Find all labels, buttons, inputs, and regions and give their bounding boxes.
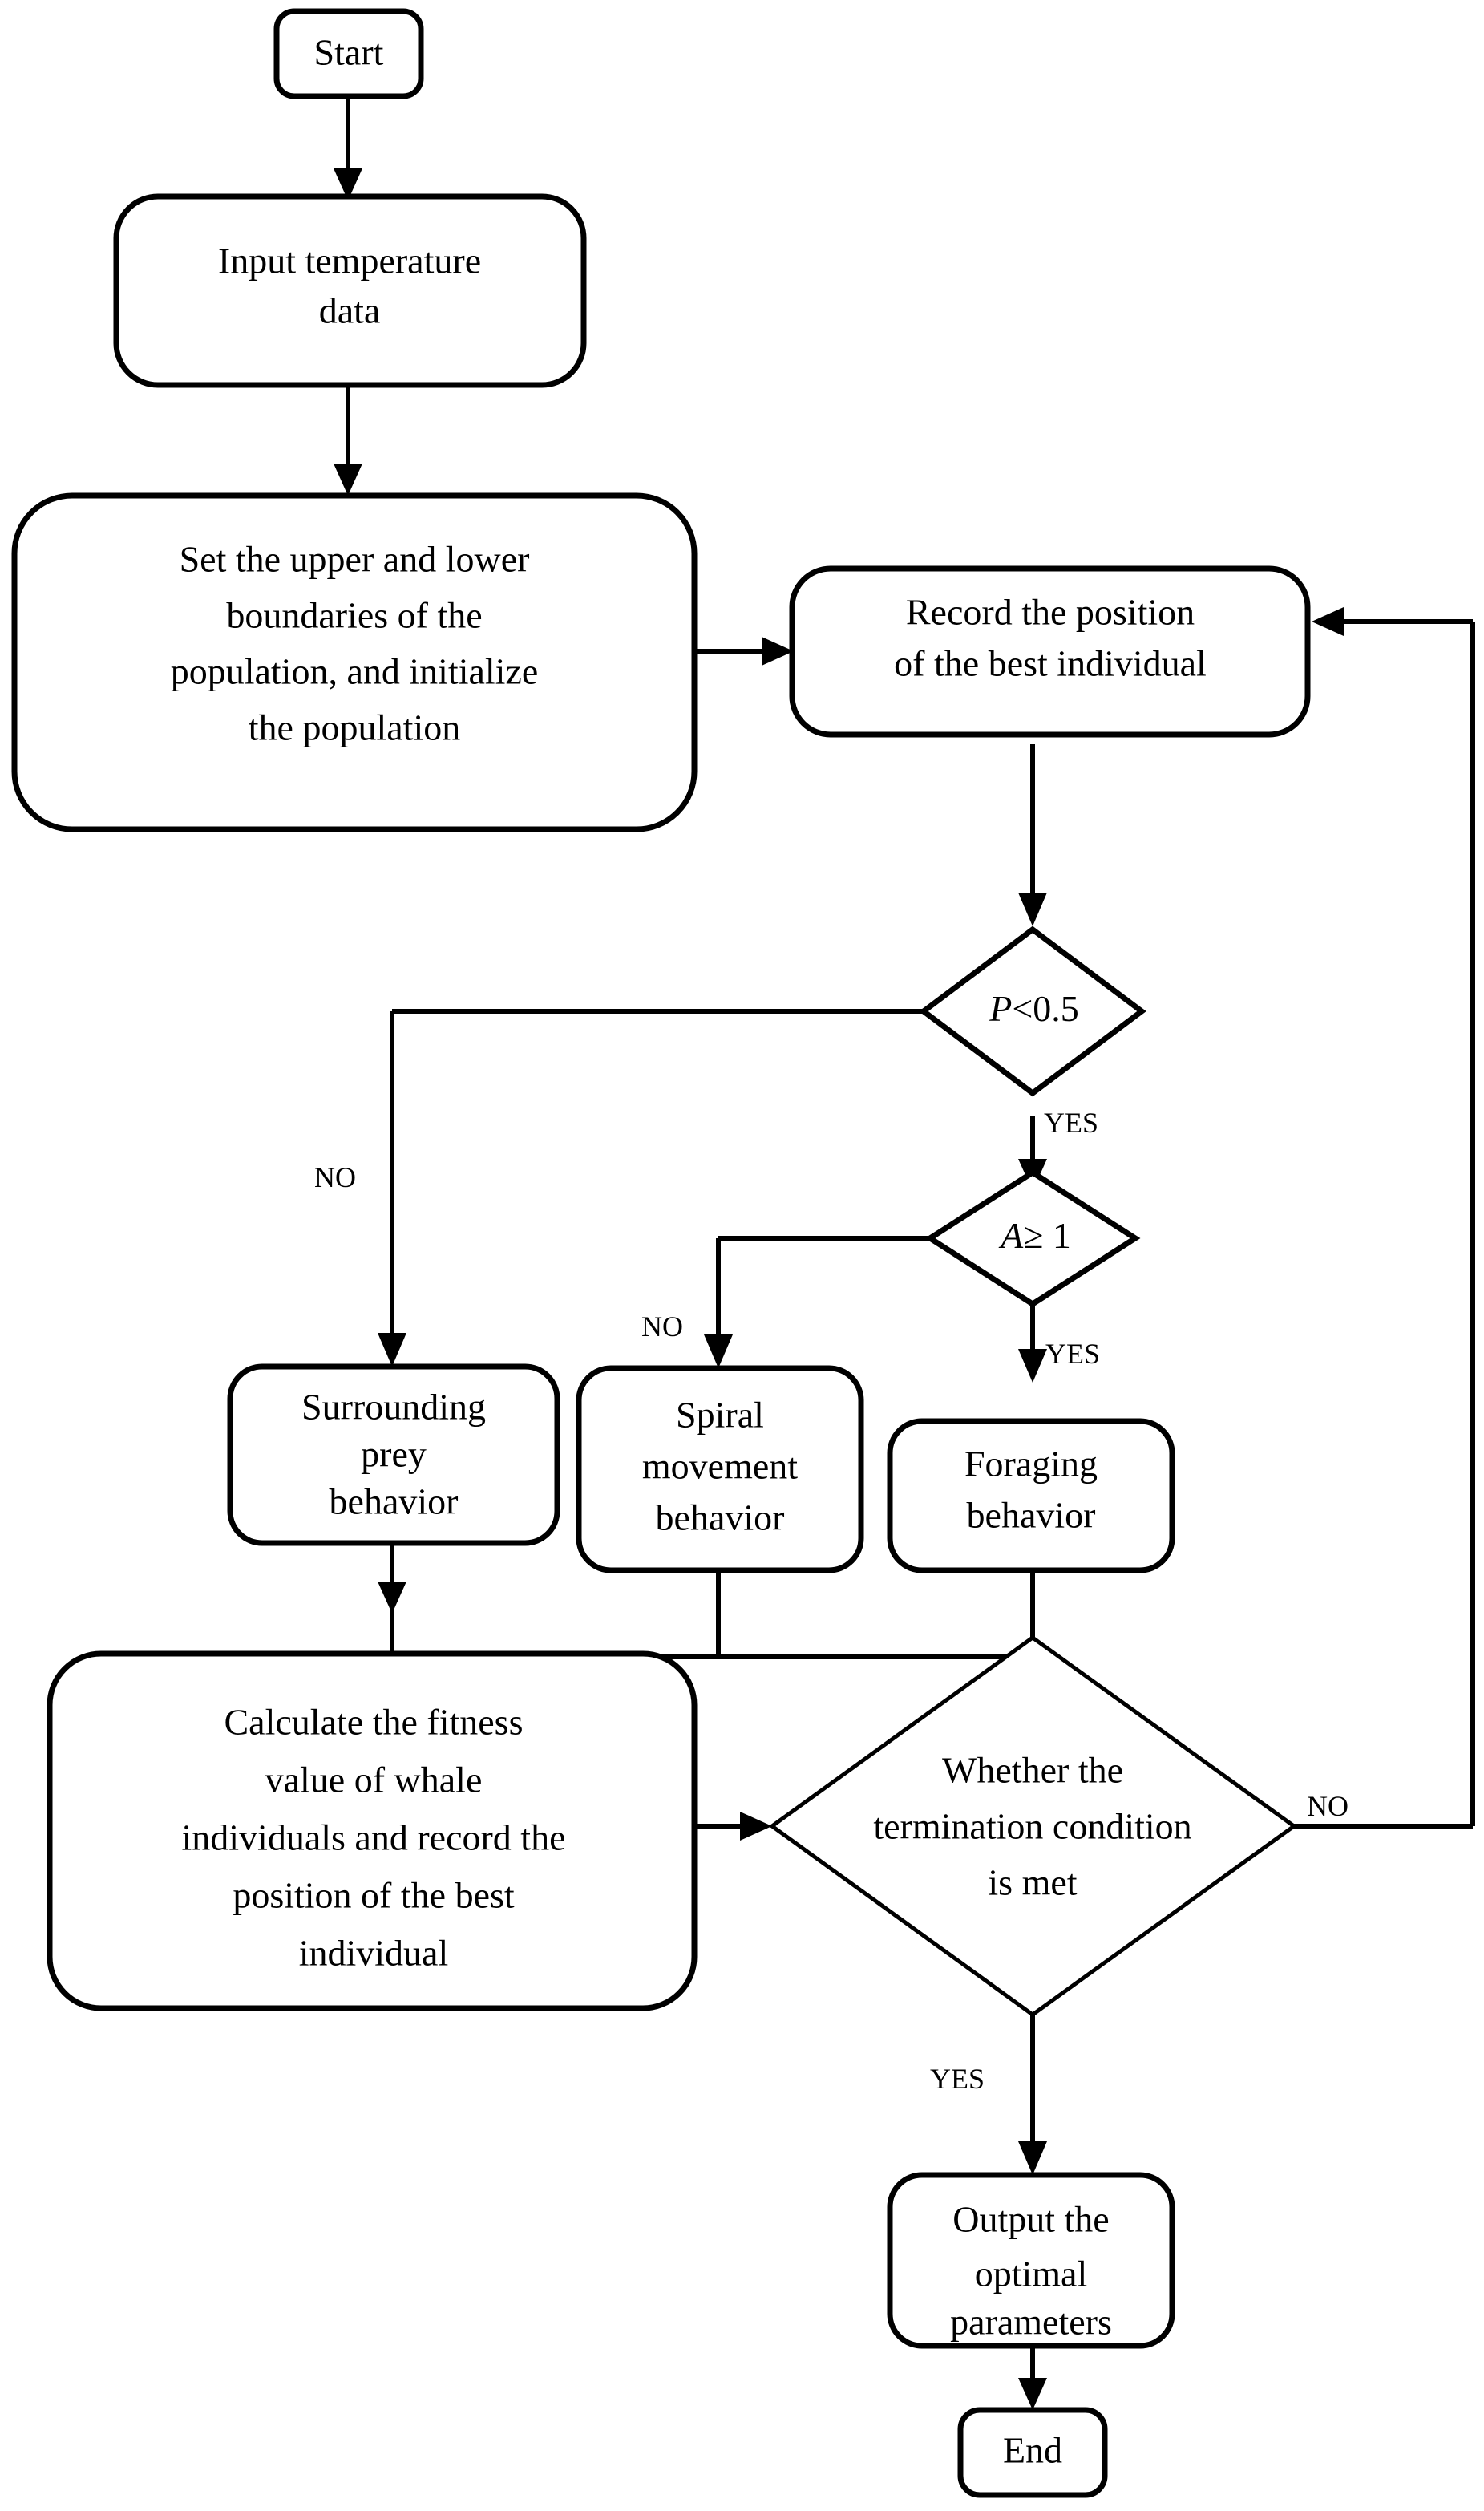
node-calculate-fitness[interactable]: Calculate the fitness value of whale ind… [47, 1650, 698, 2011]
node-surrounding-prey[interactable]: Surrounding prey behavior [227, 1363, 560, 1546]
surrounding-prey-line2: prey [361, 1434, 427, 1475]
output-params-line1: Output the [952, 2199, 1109, 2240]
set-boundaries-line4: the population [249, 707, 460, 748]
decision-p-rest: <0.5 [1012, 988, 1078, 1029]
edge-a-no-to-spiral [704, 1236, 930, 1368]
surrounding-prey-line3: behavior [330, 1481, 459, 1522]
calculate-fitness-box[interactable] [47, 1650, 698, 2011]
input-data-box[interactable] [113, 193, 587, 388]
decision-a-var: A [998, 1215, 1024, 1256]
output-params-line3: parameters [950, 2302, 1112, 2343]
start-box[interactable] [273, 8, 424, 99]
node-foraging[interactable]: Foraging behavior [887, 1418, 1175, 1573]
edge-record-to-p [1018, 744, 1047, 926]
edge-input-to-set [334, 385, 362, 496]
edge-label-p-yes: YES [1044, 1107, 1098, 1139]
set-boundaries-line2: boundaries of the [226, 595, 482, 636]
spiral-movement-line1: Spiral [676, 1395, 764, 1436]
foraging-line1: Foraging [964, 1444, 1098, 1484]
node-output-params[interactable]: Output the optimal parameters [887, 2172, 1175, 2349]
set-boundaries-box[interactable] [11, 492, 698, 832]
edge-label-termination-no: NO [1307, 1790, 1349, 1822]
surrounding-prey-line1: Surrounding [301, 1387, 486, 1428]
node-set-boundaries[interactable]: Set the upper and lower boundaries of th… [11, 492, 698, 832]
edge-termination-no-loop [1294, 607, 1475, 1829]
decision-p-diamond[interactable] [919, 925, 1146, 1097]
end-label: End [1003, 2430, 1062, 2471]
spiral-movement-line3: behavior [656, 1497, 785, 1538]
output-params-box[interactable] [887, 2172, 1175, 2349]
calculate-fitness-line3: individuals and record the [181, 1817, 565, 1858]
edge-label-a-yes: YES [1045, 1338, 1100, 1370]
termination-line2: termination condition [873, 1806, 1191, 1847]
surrounding-prey-box[interactable] [227, 1363, 560, 1546]
edge-output-to-end [1018, 2346, 1047, 2410]
input-data-line2: data [319, 290, 381, 331]
edge-set-to-record [694, 637, 794, 666]
decision-a-label: A≥ 1 [998, 1215, 1071, 1256]
spiral-movement-line2: movement [642, 1446, 798, 1487]
node-spiral-movement[interactable]: Spiral movement behavior [576, 1365, 864, 1573]
node-decision-p[interactable]: P<0.5 [919, 925, 1146, 1097]
calculate-fitness-line4: position of the best [233, 1875, 515, 1916]
foraging-line2: behavior [967, 1495, 1096, 1536]
record-best-box[interactable] [789, 565, 1311, 738]
decision-a-rest: ≥ 1 [1023, 1215, 1071, 1256]
start-label: Start [314, 32, 384, 73]
edge-label-a-no: NO [641, 1310, 683, 1343]
output-params-line2: optimal [975, 2254, 1088, 2294]
node-decision-a[interactable]: A≥ 1 [924, 1168, 1141, 1308]
input-data-line1: Input temperature [218, 241, 481, 281]
foraging-box[interactable] [887, 1418, 1175, 1573]
node-input-temperature-data[interactable]: Input temperature data [113, 193, 587, 388]
set-boundaries-line1: Set the upper and lower [180, 539, 530, 580]
node-record-best[interactable]: Record the position of the best individu… [789, 565, 1311, 738]
termination-line3: is met [988, 1862, 1077, 1903]
termination-line1: Whether the [942, 1750, 1123, 1791]
edge-start-to-input [334, 96, 362, 200]
spiral-movement-box[interactable] [576, 1365, 864, 1573]
decision-a-diamond[interactable] [924, 1168, 1141, 1308]
node-end[interactable]: End [957, 2407, 1108, 2498]
edge-label-termination-yes: YES [930, 2063, 985, 2095]
decision-p-var: P [989, 988, 1012, 1029]
end-box[interactable] [957, 2407, 1108, 2498]
record-best-line2: of the best individual [894, 643, 1207, 684]
edge-calculate-to-termination [694, 1812, 772, 1841]
node-start[interactable]: Start [273, 8, 424, 99]
calculate-fitness-line5: individual [299, 1933, 449, 1974]
edge-label-p-no: NO [314, 1161, 356, 1193]
termination-diamond[interactable] [768, 1634, 1298, 2018]
edge-termination-yes-to-output [1018, 2015, 1047, 2175]
calculate-fitness-line2: value of whale [265, 1760, 483, 1800]
decision-p-label: P<0.5 [989, 988, 1079, 1029]
edge-p-no-to-surrounding [378, 1009, 924, 1367]
edge-a-yes-to-foraging [1018, 1304, 1047, 1383]
record-best-line1: Record the position [906, 592, 1195, 633]
node-termination-condition[interactable]: Whether the termination condition is met [768, 1634, 1298, 2018]
calculate-fitness-line1: Calculate the fitness [224, 1702, 524, 1743]
set-boundaries-line3: population, and initialize [171, 651, 539, 692]
